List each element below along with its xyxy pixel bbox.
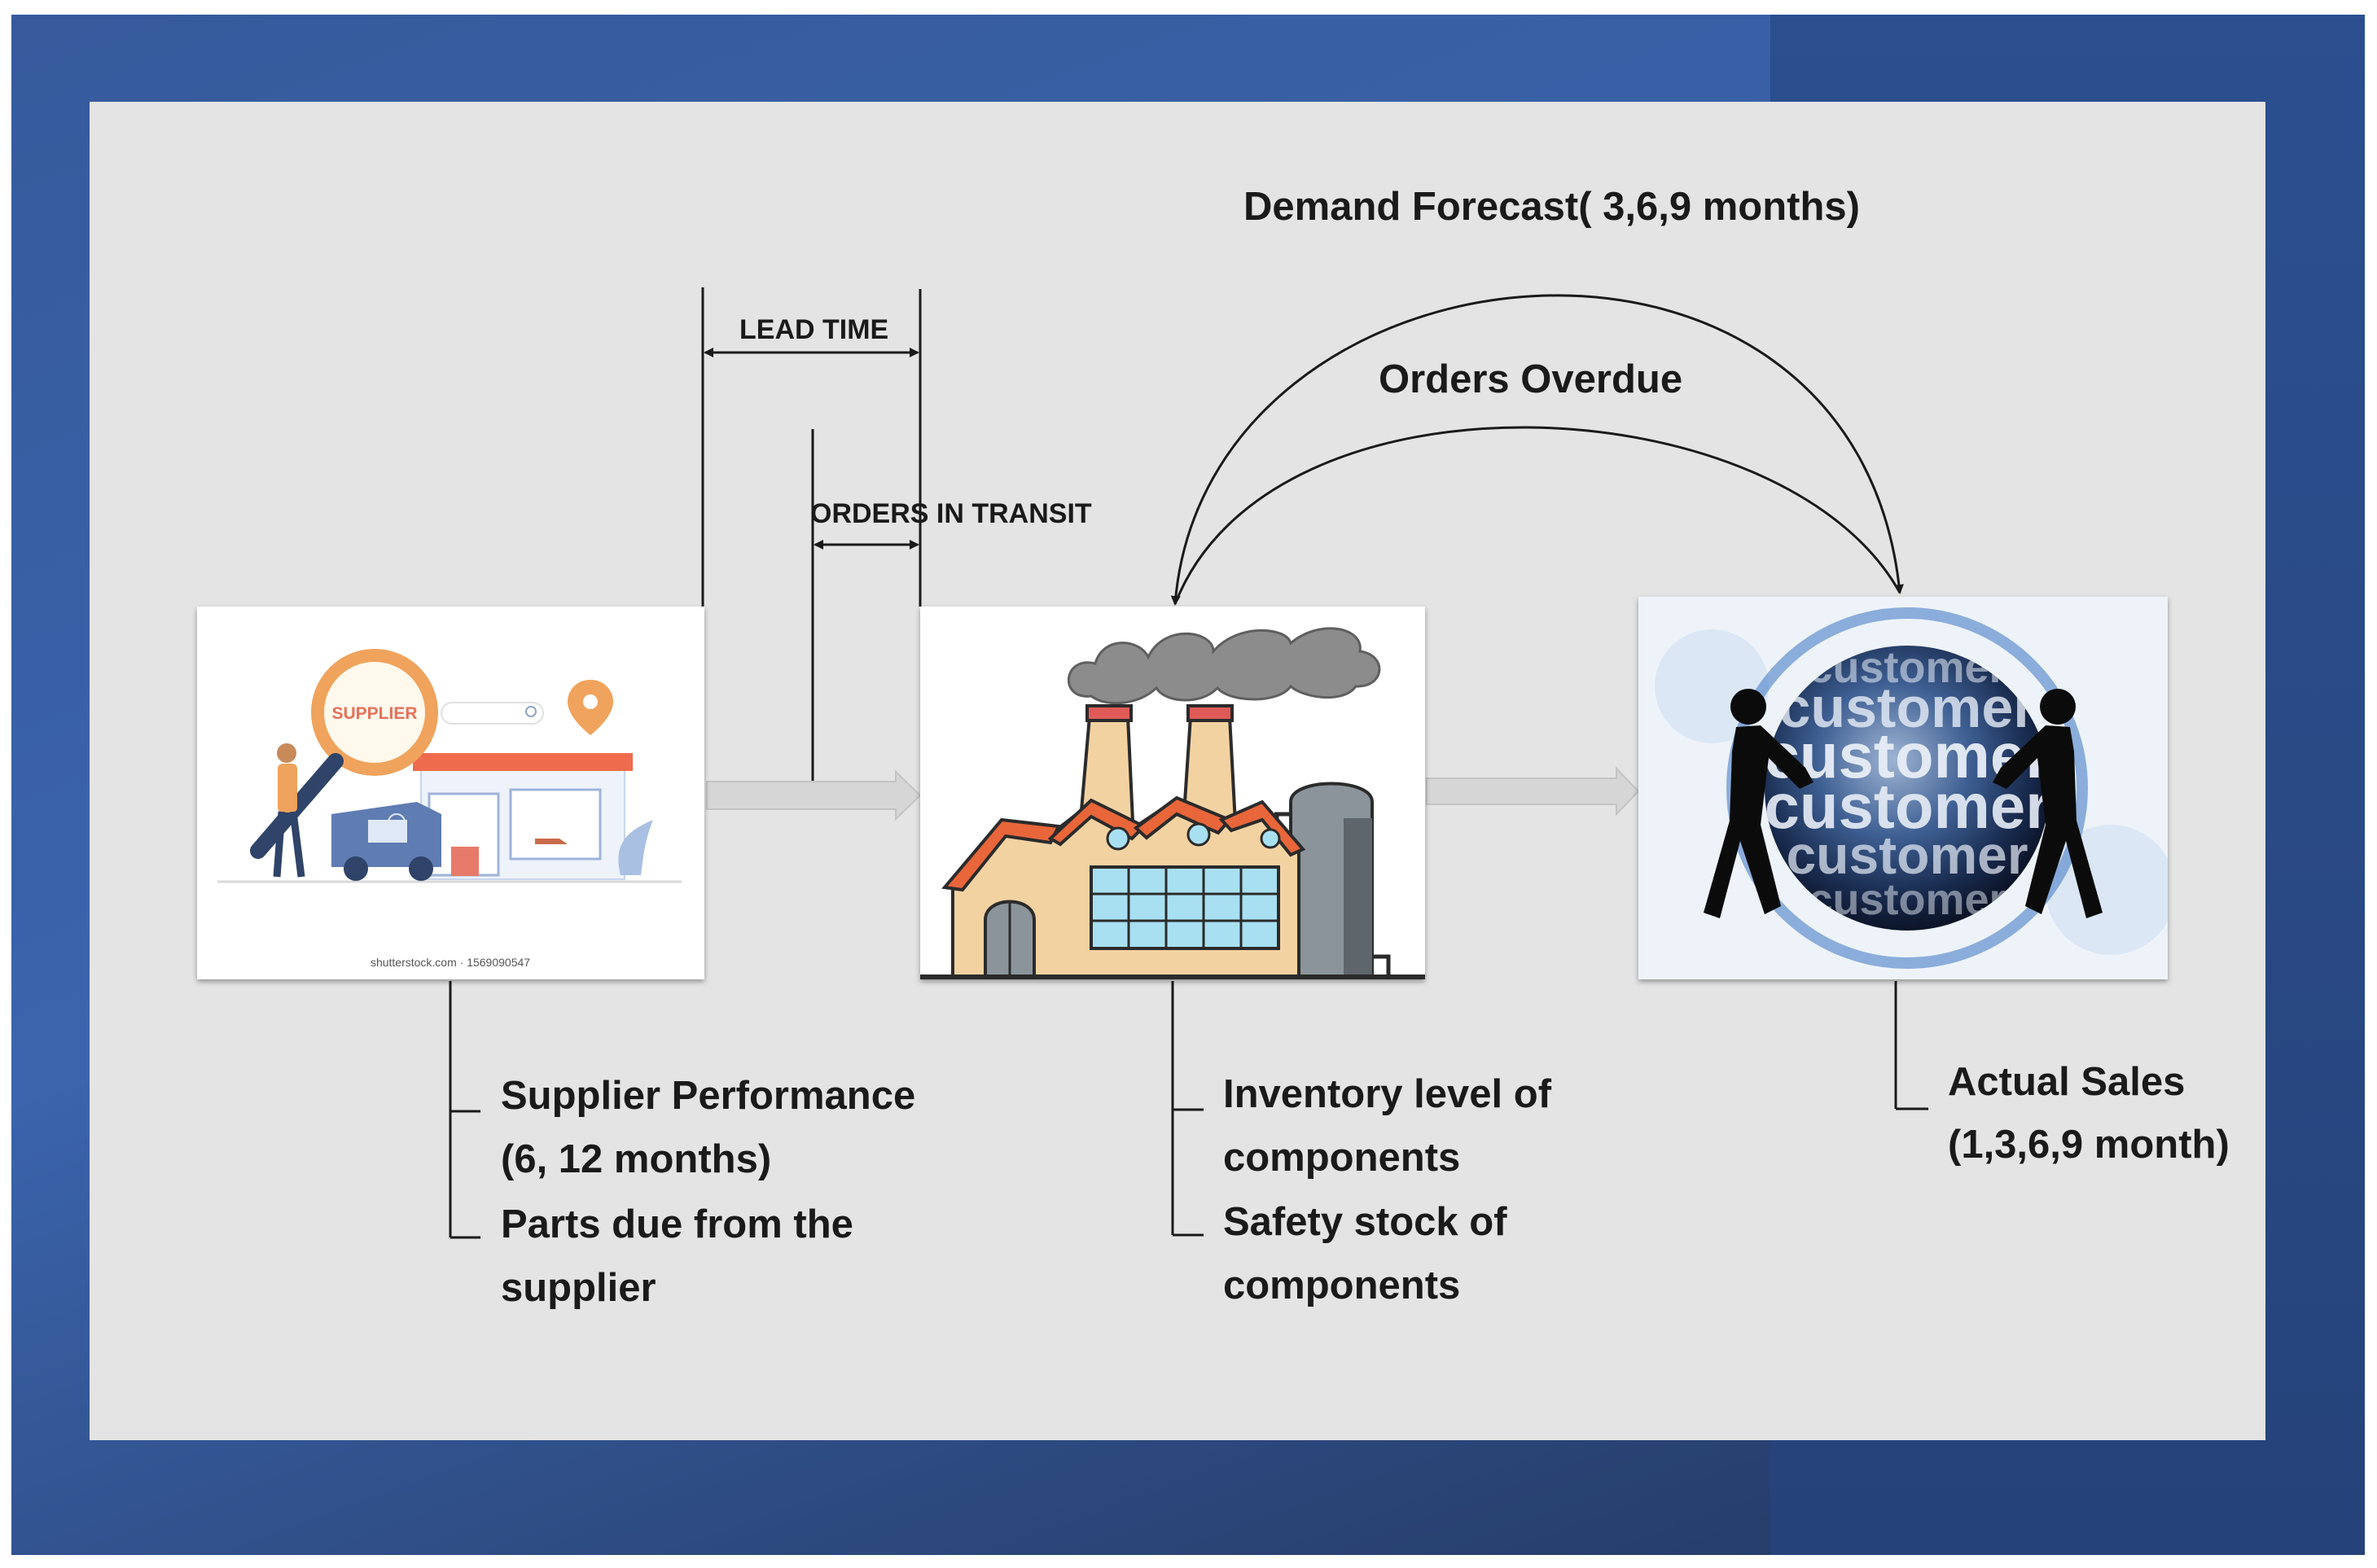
supplier-label-line-4: supplier [501,1266,656,1310]
globe-text-2: customer [1778,676,2035,739]
factory-label-line-3: Safety stock of [1223,1200,1507,1244]
supplier-label-line-2: (6, 12 months) [501,1137,772,1181]
orders-in-transit-label: ORDERS IN TRANSIT [810,498,1092,529]
supplier-illustration: SUPPLIER shutterstock.com · 1569090547 [197,607,704,979]
customer-label-line-2: (1,3,6,9 month) [1948,1123,2230,1167]
supplier-label-line-3: Parts due from the [501,1202,853,1246]
factory-label-line-2: components [1223,1136,1461,1180]
factory-label-line-1: Inventory level of [1223,1072,1552,1116]
supplier-watermark: shutterstock.com · 1569090547 [371,956,530,969]
lead-time-label: LEAD TIME [739,314,889,345]
factory-illustration [920,607,1425,979]
supplier-icon-text: SUPPLIER [331,704,417,723]
factory-label-line-4: components [1223,1264,1461,1307]
globe-text-5: customer [1786,825,2028,885]
customer-label-line-1: Actual Sales [1948,1060,2186,1104]
customer-illustration: customer customer customer customer cust… [1638,597,2168,979]
demand-forecast-label: Demand Forecast( 3,6,9 months) [1243,185,1860,229]
supplier-label-line-1: Supplier Performance [501,1074,916,1118]
orders-overdue-label: Orders Overdue [1379,357,1683,401]
